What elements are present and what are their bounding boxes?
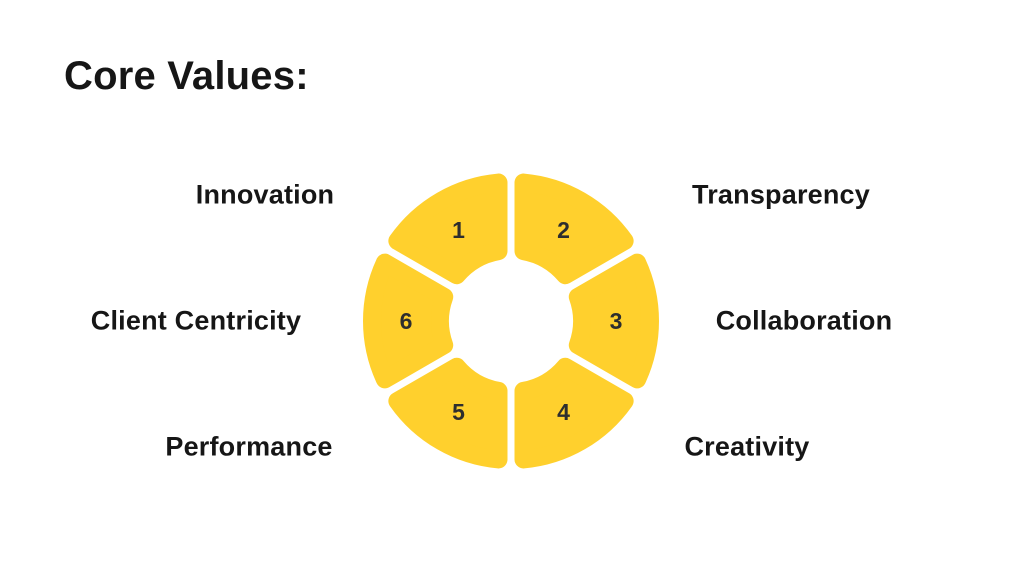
wheel-segment-5 <box>388 357 508 469</box>
segment-number-2: 2 <box>557 217 570 243</box>
wheel-label-collaboration: Collaboration <box>715 305 893 336</box>
segment-number-1: 1 <box>452 217 465 243</box>
wheel-label-performance: Performance <box>165 431 333 462</box>
page-title: Core Values: <box>64 54 309 98</box>
segment-number-4: 4 <box>557 399 570 425</box>
wheel-segment-1 <box>388 173 508 285</box>
wheel-segment-4 <box>514 357 634 469</box>
wheel-segment-6 <box>363 253 454 389</box>
wheel-label-innovation: Innovation <box>195 179 335 210</box>
wheel-label-creativity: Creativity <box>684 431 810 462</box>
wheel-label-client-centricity: Client Centricity <box>90 305 302 336</box>
wheel-segment-3 <box>568 253 659 389</box>
wheel-segment-2 <box>514 173 634 285</box>
segment-number-5: 5 <box>452 399 465 425</box>
wheel-label-transparency: Transparency <box>692 179 870 210</box>
segment-number-3: 3 <box>610 308 623 334</box>
segment-number-6: 6 <box>400 308 413 334</box>
